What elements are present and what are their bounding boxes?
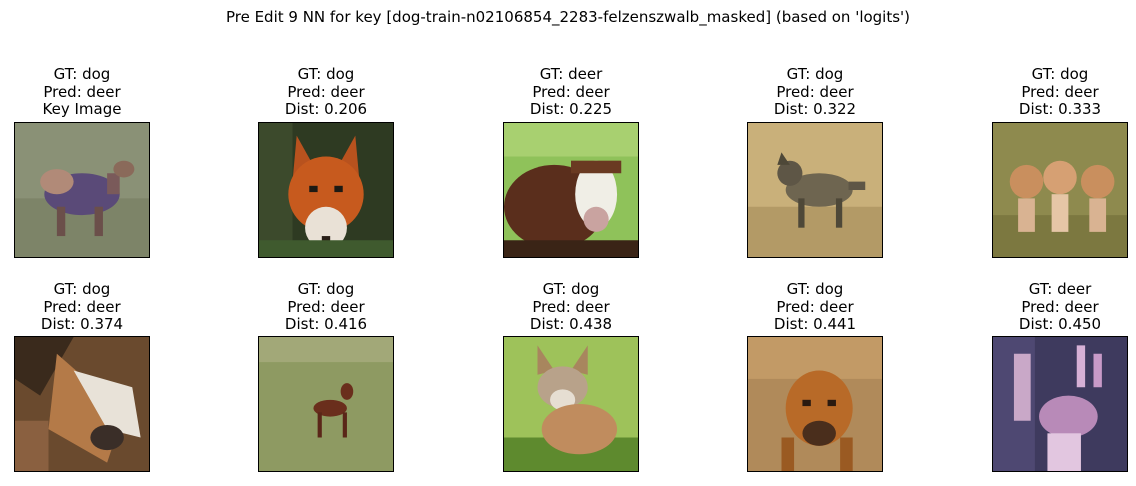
gt-label: GT: dog	[297, 280, 355, 298]
info-label: Dist: 0.374	[40, 315, 124, 334]
pred-label: Pred: deer	[43, 297, 121, 316]
pred-label: Pred: deer	[776, 82, 854, 101]
pred-label: Pred: deer	[43, 82, 121, 101]
info-label: Dist: 0.333	[1018, 100, 1102, 119]
thumbnail-image	[747, 122, 883, 258]
thumbnail-image	[503, 336, 639, 472]
pred-label: Pred: deer	[532, 82, 610, 101]
thumbnail-image	[258, 122, 394, 258]
thumbnail-image	[14, 336, 150, 472]
thumbnail-image	[992, 122, 1128, 258]
thumbnail-image	[258, 336, 394, 472]
info-label: Key Image	[42, 100, 122, 119]
info-label: Dist: 0.225	[529, 100, 613, 119]
gt-label: GT: dog	[297, 65, 355, 83]
info-label: Dist: 0.206	[284, 100, 368, 119]
pred-label: Pred: deer	[776, 297, 854, 316]
pred-label: Pred: deer	[1021, 82, 1099, 101]
gt-label: GT: deer	[539, 65, 603, 83]
info-label: Dist: 0.416	[284, 315, 368, 334]
gt-label: GT: dog	[53, 65, 111, 83]
thumbnail-image	[747, 336, 883, 472]
gt-label: GT: dog	[786, 280, 844, 298]
gt-label: GT: dog	[53, 280, 111, 298]
info-label: Dist: 0.450	[1018, 315, 1102, 334]
gt-label: GT: dog	[542, 280, 600, 298]
thumbnail-image	[503, 122, 639, 258]
thumbnail-image	[992, 336, 1128, 472]
pred-label: Pred: deer	[532, 297, 610, 316]
gt-label: GT: dog	[1031, 65, 1089, 83]
info-label: Dist: 0.438	[529, 315, 613, 334]
info-label: Dist: 0.322	[773, 100, 857, 119]
info-label: Dist: 0.441	[773, 315, 857, 334]
pred-label: Pred: deer	[1021, 297, 1099, 316]
figure-title: Pre Edit 9 NN for key [dog-train-n021068…	[225, 8, 911, 26]
pred-label: Pred: deer	[287, 297, 365, 316]
pred-label: Pred: deer	[287, 82, 365, 101]
gt-label: GT: dog	[786, 65, 844, 83]
gt-label: GT: deer	[1028, 280, 1092, 298]
thumbnail-image	[14, 122, 150, 258]
